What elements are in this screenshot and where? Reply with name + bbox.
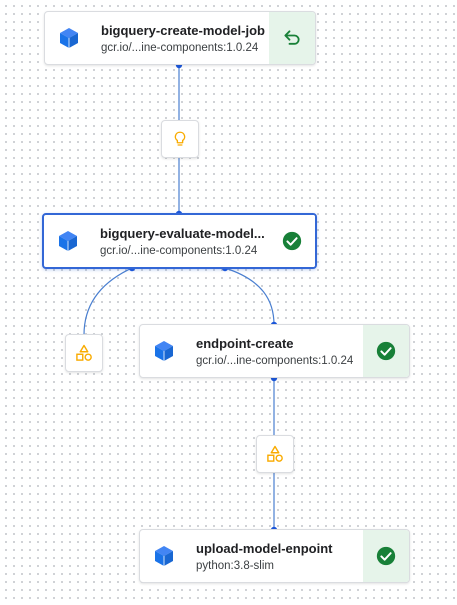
node-upload-model-enpoint[interactable]: upload-model-enpoint python:3.8-slim xyxy=(139,529,410,583)
edge-evaluate-to-endpoint xyxy=(224,267,275,326)
lightbulb-icon xyxy=(174,131,186,146)
running-icon xyxy=(284,30,300,45)
check-circle-icon xyxy=(376,546,396,566)
edge-evaluate-to-artifact xyxy=(83,267,133,336)
artifact-lightbulb[interactable] xyxy=(161,120,199,158)
node-subtitle: gcr.io/...ine-components:1.0.24 xyxy=(101,41,259,54)
shapes-icon xyxy=(76,344,92,361)
node-subtitle: gcr.io/...ine-components:1.0.24 xyxy=(100,244,258,257)
node-subtitle: gcr.io/...ine-components:1.0.24 xyxy=(196,354,354,367)
node-status xyxy=(269,215,315,267)
node-status xyxy=(363,530,409,582)
node-title: bigquery-evaluate-model... xyxy=(100,225,265,241)
check-circle-icon xyxy=(282,231,302,251)
check-circle-icon xyxy=(376,341,396,361)
node-status xyxy=(269,12,315,64)
node-bigquery-evaluate-model[interactable]: bigquery-evaluate-model... gcr.io/...ine… xyxy=(42,213,317,269)
cube-icon xyxy=(155,341,173,361)
cube-icon xyxy=(59,231,77,251)
node-status xyxy=(363,325,409,377)
node-title: endpoint-create xyxy=(196,335,294,351)
artifact-shapes[interactable] xyxy=(256,435,294,473)
cube-icon xyxy=(155,546,173,566)
node-bigquery-create-model-job[interactable]: bigquery-create-model-job gcr.io/...ine-… xyxy=(44,11,316,65)
node-subtitle: python:3.8-slim xyxy=(196,559,274,572)
artifact-shapes[interactable] xyxy=(65,334,103,372)
node-title: bigquery-create-model-job xyxy=(101,22,265,38)
node-endpoint-create[interactable]: endpoint-create gcr.io/...ine-components… xyxy=(139,324,410,378)
node-title: upload-model-enpoint xyxy=(196,540,333,556)
cube-icon xyxy=(60,28,78,48)
shapes-icon xyxy=(267,445,283,462)
